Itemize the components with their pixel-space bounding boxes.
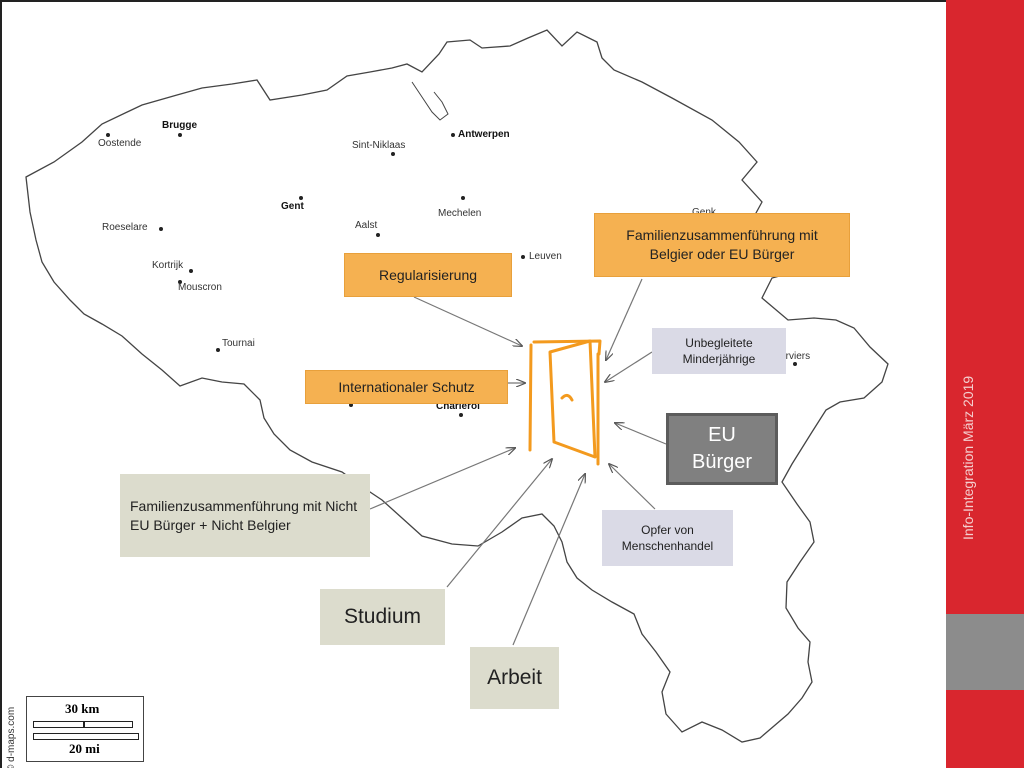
familien-nicht-eu-label: Familienzusammenführung mit Nicht EU Bür… bbox=[120, 474, 370, 557]
belgium-map bbox=[25, 29, 889, 743]
city-genk: Genk bbox=[692, 207, 716, 218]
city-antwerpen: Antwerpen bbox=[458, 129, 510, 140]
studium-label: Studium bbox=[320, 589, 445, 645]
city-tournai: Tournai bbox=[222, 338, 255, 349]
familien-eu-label: Familienzusammenführung mit Belgier oder… bbox=[594, 213, 850, 277]
scale-bar: 30 km 20 mi bbox=[26, 696, 144, 762]
city-mouscron: Mouscron bbox=[178, 282, 222, 293]
arbeit-label: Arbeit bbox=[470, 647, 559, 709]
map-credit: © d-maps.com bbox=[6, 706, 17, 768]
city-dot bbox=[299, 196, 303, 200]
belgium-outline bbox=[25, 29, 889, 743]
city-dot bbox=[793, 362, 797, 366]
scale-km: 30 km bbox=[65, 701, 100, 716]
city-dot bbox=[349, 403, 353, 407]
city-charleroi: Charleroi bbox=[436, 401, 480, 412]
arrow-familien-eu bbox=[606, 278, 643, 360]
city-dot bbox=[216, 348, 220, 352]
door-icon bbox=[528, 339, 602, 466]
eu-buerger-label: EU Bürger bbox=[666, 413, 778, 485]
footer-text: Info-Integration März 2019 bbox=[960, 375, 976, 540]
scale-km-bar bbox=[33, 721, 133, 728]
sidebar-grey-block bbox=[946, 614, 1024, 690]
city-dot bbox=[159, 227, 163, 231]
arrow-arbeit bbox=[512, 474, 585, 646]
city-dot bbox=[376, 233, 380, 237]
arrow-eu-buerger bbox=[615, 423, 667, 445]
arrow-studium bbox=[446, 459, 552, 588]
scheldt-estuary bbox=[411, 81, 449, 121]
city-dot bbox=[521, 255, 525, 259]
scale-mi: 20 mi bbox=[69, 741, 100, 756]
arrow-familien-nicht-eu bbox=[369, 448, 515, 510]
city-sint-niklaas: Sint-Niklaas bbox=[352, 140, 406, 151]
city-dot bbox=[178, 133, 182, 137]
opfer-label: Opfer von Menschenhandel bbox=[602, 510, 733, 566]
arrow-opfer bbox=[609, 464, 656, 510]
sidebar: Info-Integration März 2019 bbox=[946, 0, 1024, 768]
city-aalst: Aalst bbox=[355, 220, 378, 231]
city-roeselare: Roeselare bbox=[102, 222, 148, 233]
city-gent: Gent bbox=[281, 201, 304, 212]
regularisierung-label: Regularisierung bbox=[344, 253, 512, 297]
city-dot bbox=[178, 280, 182, 284]
city-dot bbox=[189, 269, 193, 273]
slide: Oostende Brugge Antwerpen Sint-Niklaas G… bbox=[0, 0, 946, 768]
arrow-regularisierung bbox=[413, 296, 522, 346]
unbegleitete-label: Unbegleitete Minderjährige bbox=[652, 328, 786, 374]
city-mechelen: Mechelen bbox=[438, 208, 482, 219]
city-kortrijk: Kortrijk bbox=[152, 260, 184, 271]
city-verviers: Verviers bbox=[774, 351, 811, 362]
city-dot bbox=[461, 196, 465, 200]
city-dot bbox=[451, 133, 455, 137]
internationaler-label: Internationaler Schutz bbox=[305, 370, 508, 404]
city-leuven: Leuven bbox=[529, 251, 562, 262]
city-dot bbox=[106, 133, 110, 137]
arrows-layer bbox=[369, 278, 667, 646]
city-dot bbox=[459, 413, 463, 417]
city-oostende: Oostende bbox=[98, 138, 142, 149]
city-brugge: Brugge bbox=[162, 120, 197, 131]
city-dot bbox=[391, 152, 395, 156]
arrow-unbegleitete bbox=[605, 351, 653, 382]
scale-mi-bar bbox=[33, 733, 139, 740]
